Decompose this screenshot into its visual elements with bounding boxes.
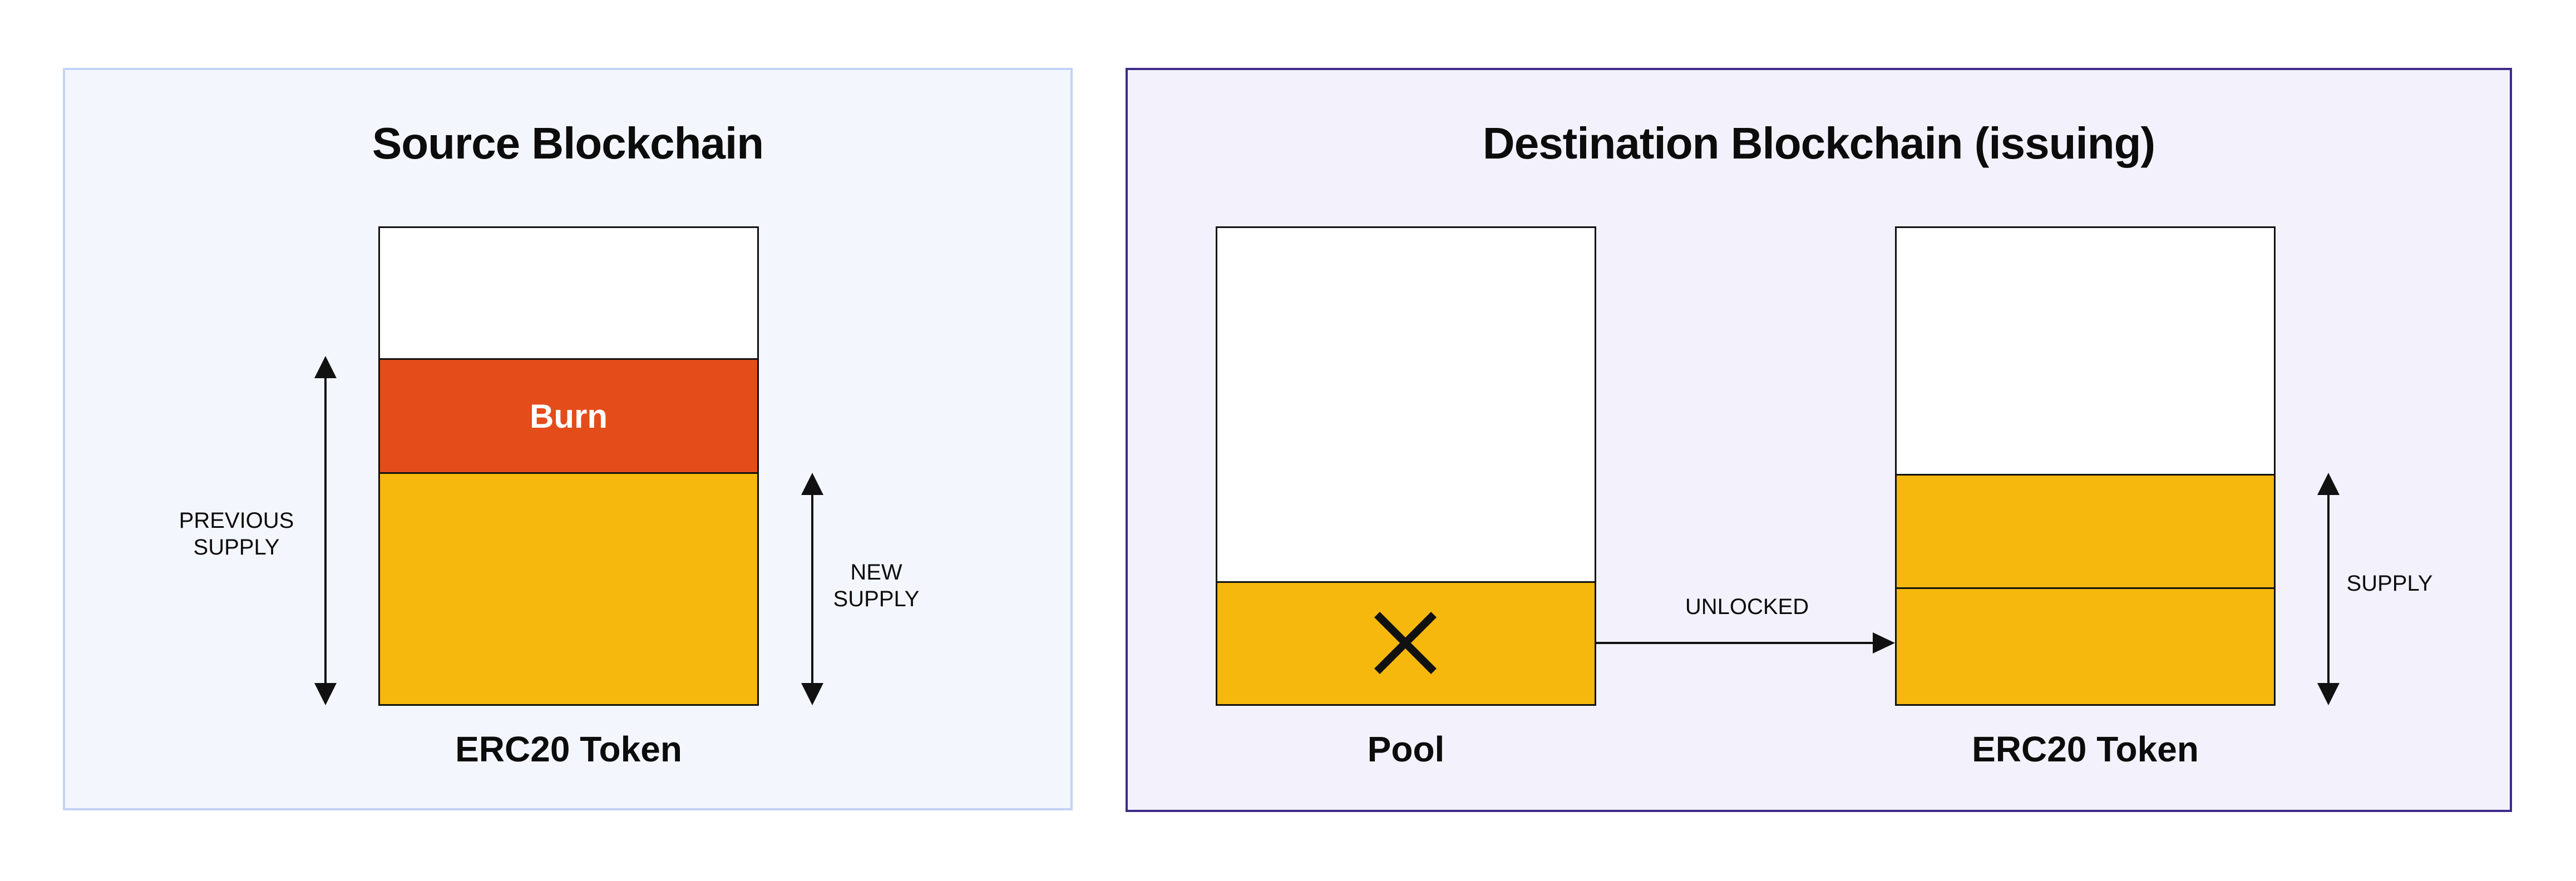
source-blockchain-title: Source Blockchain <box>372 118 764 168</box>
destination-token-caption: ERC20 Token <box>1972 729 2199 769</box>
source-erc20-bar: Burn <box>378 226 759 706</box>
new-supply-label: NEW SUPPLY <box>833 560 920 611</box>
destination-erc20-bar <box>1895 226 2276 706</box>
destination-blockchain-title: Destination Blockchain (issuing) <box>1482 118 2155 168</box>
previous-supply-arrow <box>314 356 337 705</box>
pool-caption: Pool <box>1367 729 1445 769</box>
supply-label: SUPPLY <box>2346 571 2433 596</box>
burn-segment: Burn <box>380 358 757 474</box>
pool-empty-segment <box>1217 228 1595 581</box>
pool-bar <box>1216 226 1596 706</box>
destination-empty-segment <box>1897 228 2274 474</box>
destination-existing-supply-segment <box>1897 474 2274 589</box>
source-token-caption: ERC20 Token <box>455 729 682 769</box>
destination-unlocked-segment <box>1897 589 2274 704</box>
supply-arrow <box>2317 473 2340 705</box>
source-empty-segment <box>380 228 757 358</box>
burn-label: Burn <box>530 397 608 435</box>
new-supply-arrow <box>801 473 823 705</box>
unlocked-arrow <box>1596 632 1895 654</box>
x-mark-icon <box>1374 612 1437 674</box>
unlocked-label: UNLOCKED <box>1685 595 1809 619</box>
previous-supply-label: PREVIOUS SUPPLY <box>179 508 294 560</box>
source-new-supply-segment <box>380 474 757 704</box>
